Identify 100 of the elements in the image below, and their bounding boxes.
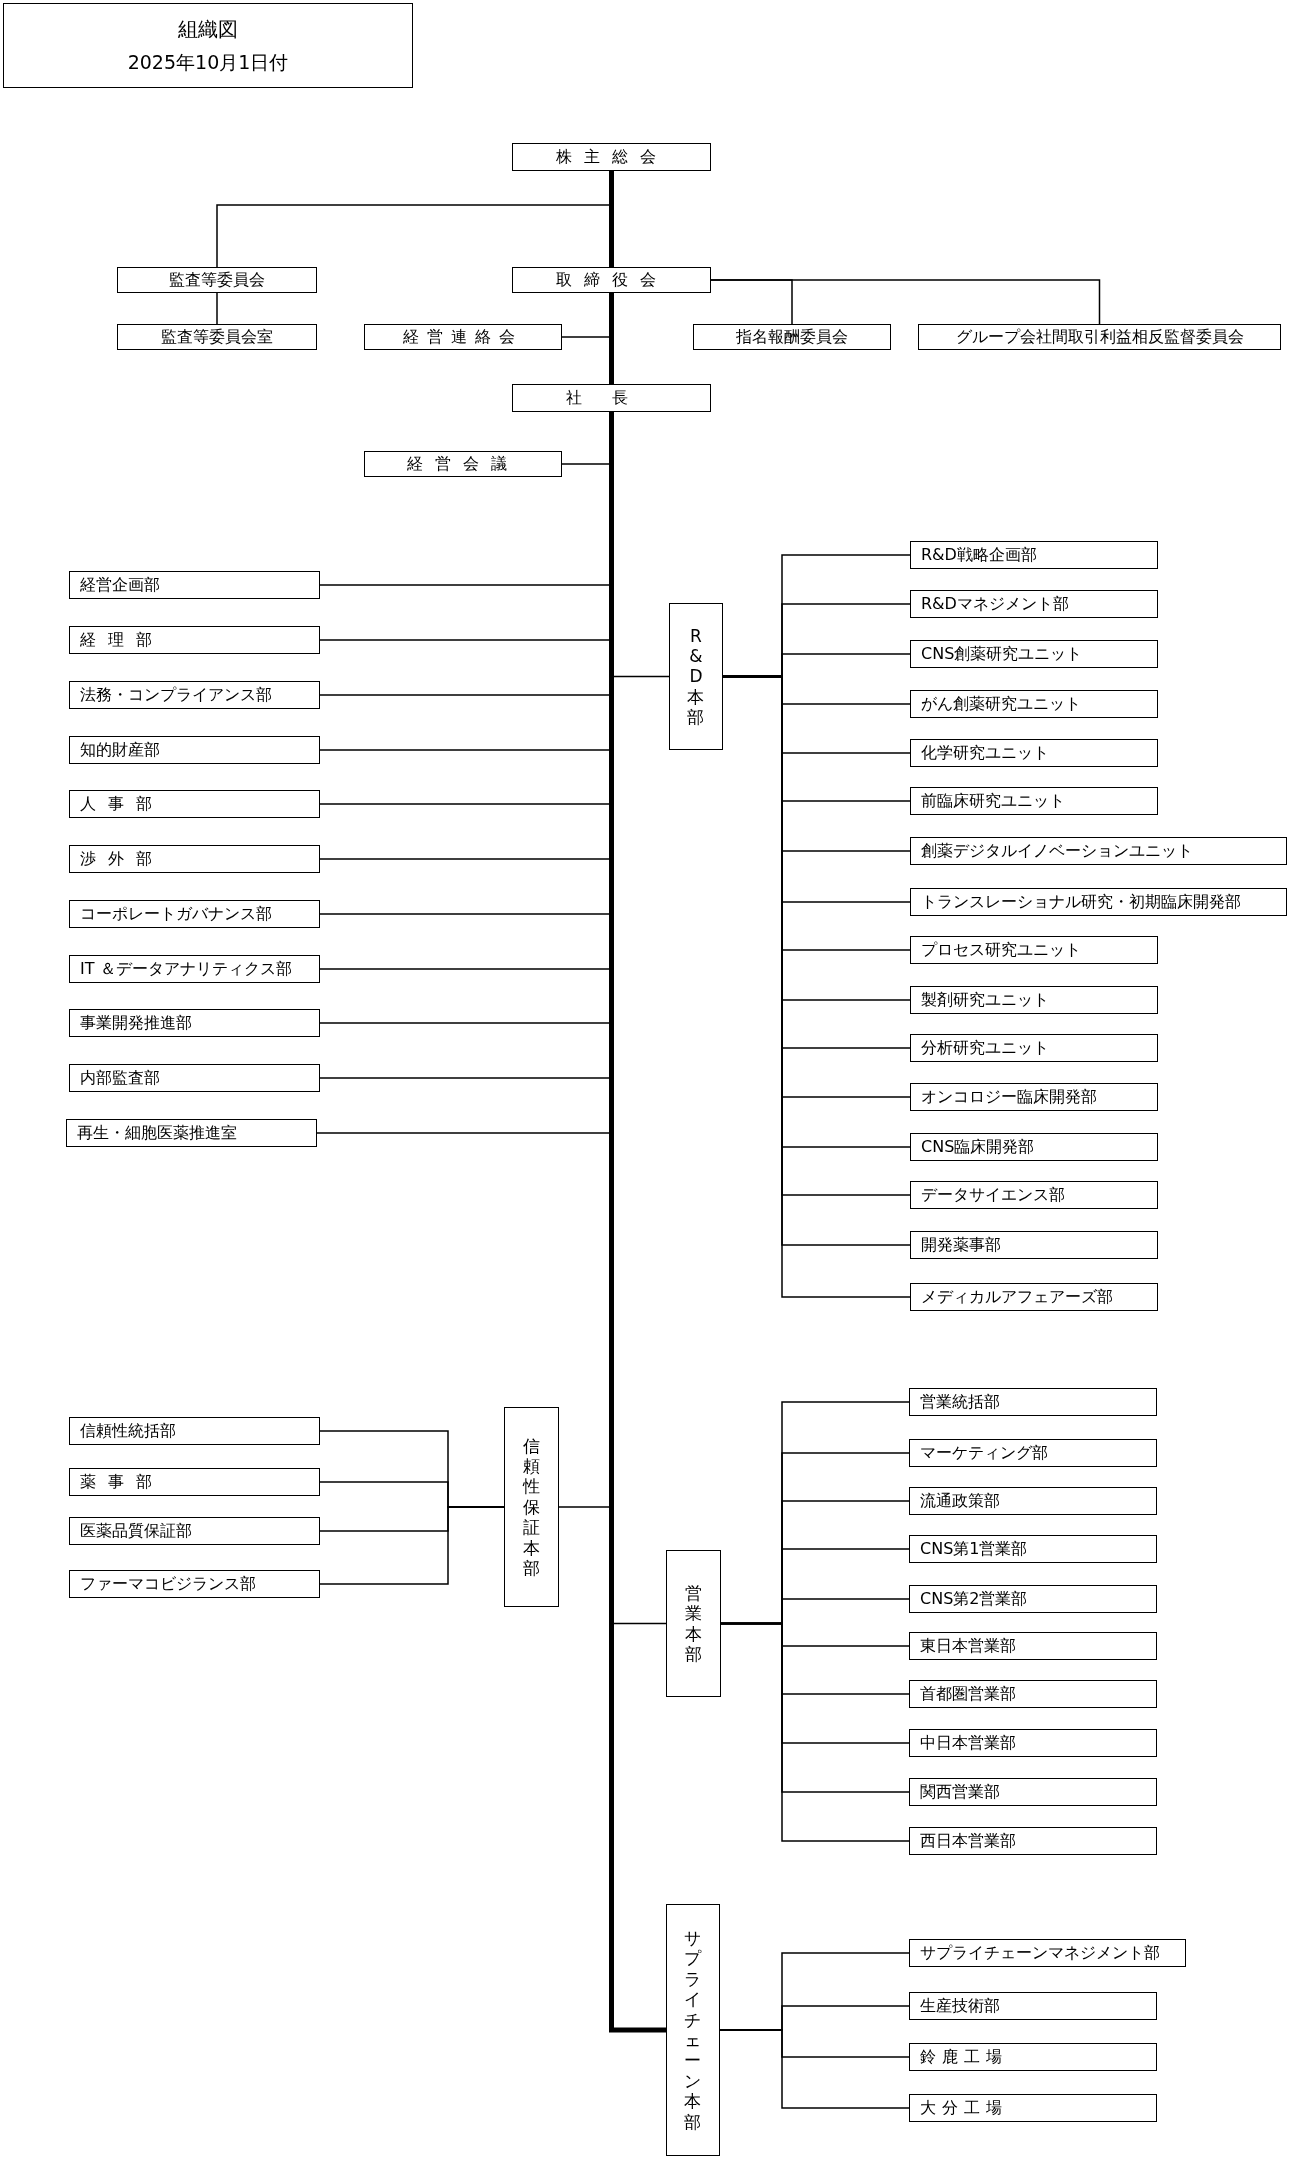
division-box <box>669 603 723 750</box>
department-name: ファーマコビジランス部 <box>80 1576 256 1592</box>
department-box <box>512 384 711 412</box>
department-box <box>512 143 711 171</box>
department-box <box>910 1181 1158 1209</box>
department-box <box>910 1231 1158 1259</box>
department-name: CNS第1営業部 <box>920 1541 1028 1557</box>
department-name: 内部監査部 <box>80 1070 160 1086</box>
department-box <box>909 1632 1157 1660</box>
department-name: 人事部 <box>80 796 164 812</box>
department-name: メディカルアフェアーズ部 <box>921 1289 1113 1305</box>
department-box <box>364 451 562 477</box>
department-name: 製剤研究ユニット <box>921 992 1049 1008</box>
date-text: 2025年10月1日付 <box>127 53 289 72</box>
department-box <box>69 1064 320 1092</box>
department-box <box>117 267 317 293</box>
division-box <box>666 1550 721 1697</box>
department-box <box>69 1417 320 1445</box>
department-box <box>909 1585 1157 1613</box>
department-name: IT ＆データアナリティクス部 <box>80 961 292 977</box>
department-box <box>69 955 320 983</box>
department-name: 西日本営業部 <box>920 1833 1016 1849</box>
department-name: 信頼性統括部 <box>80 1423 176 1439</box>
connector-line <box>216 292 218 325</box>
department-box <box>910 888 1287 916</box>
department-box <box>909 1827 1157 1855</box>
department-name: 前臨床研究ユニット <box>921 793 1065 809</box>
department-name: 薬事部 <box>80 1474 164 1490</box>
department-name: 監査等委員会 <box>169 272 265 288</box>
department-name: 鈴鹿工場 <box>920 2049 1008 2065</box>
division-box <box>504 1407 559 1607</box>
department-name: R&D戦略企画部 <box>921 547 1037 563</box>
division-name: 営業本部 <box>684 1582 703 1665</box>
department-box <box>910 787 1158 815</box>
department-box <box>909 2094 1157 2122</box>
department-name: 経理部 <box>80 632 164 648</box>
department-box <box>910 739 1158 767</box>
connector-line <box>710 279 1101 325</box>
department-box <box>909 1680 1157 1708</box>
department-name: グループ会社間取引利益相反監督委員会 <box>955 329 1244 345</box>
department-box <box>364 324 562 350</box>
department-name: データサイエンス部 <box>921 1187 1065 1203</box>
department-name: 関西営業部 <box>920 1784 1000 1800</box>
department-name: 監査等委員会室 <box>161 329 273 345</box>
department-name: 分析研究ユニット <box>921 1040 1049 1056</box>
connector-line <box>319 1506 505 1585</box>
department-box <box>909 1939 1186 1967</box>
department-box <box>910 1034 1158 1062</box>
department-box <box>910 1133 1158 1161</box>
department-box <box>910 986 1158 1014</box>
department-name: 医薬品質保証部 <box>80 1523 192 1539</box>
department-box <box>910 1083 1158 1111</box>
department-name: 大分工場 <box>920 2100 1008 2116</box>
department-box <box>910 936 1158 964</box>
department-box <box>117 324 317 350</box>
department-box <box>909 1439 1157 1467</box>
department-box <box>69 736 320 764</box>
department-name: コーポレートガバナンス部 <box>80 906 272 922</box>
department-name: CNS第2営業部 <box>920 1591 1028 1607</box>
department-name: 経営会議 <box>407 456 519 472</box>
department-name: オンコロジー臨床開発部 <box>921 1089 1097 1105</box>
division-name: 信頼性保証本部 <box>521 1435 541 1579</box>
department-box <box>909 1535 1157 1563</box>
department-box <box>69 1570 320 1598</box>
department-box <box>910 837 1287 865</box>
department-box <box>910 1283 1158 1311</box>
department-name: 社長 <box>565 390 658 406</box>
department-name: マーケティング部 <box>920 1445 1048 1461</box>
department-name: 渉外部 <box>80 851 164 867</box>
department-box <box>693 324 891 350</box>
department-box <box>69 626 320 654</box>
department-name: 事業開発推進部 <box>80 1015 192 1031</box>
department-box <box>69 681 320 709</box>
department-box <box>69 790 320 818</box>
department-box <box>910 590 1158 618</box>
department-box <box>909 2043 1157 2071</box>
department-name: 営業統括部 <box>920 1394 1000 1410</box>
department-box <box>909 1729 1157 1757</box>
department-name: 中日本営業部 <box>920 1735 1016 1751</box>
department-box <box>909 1992 1157 2020</box>
department-box <box>66 1119 317 1147</box>
department-name: 生産技術部 <box>920 1998 1000 2014</box>
department-name: サプライチェーンマネジメント部 <box>920 1945 1160 1961</box>
department-name: 法務・コンプライアンス部 <box>80 687 272 703</box>
department-name: 流通政策部 <box>920 1493 1000 1509</box>
department-box <box>69 845 320 873</box>
department-box <box>910 640 1158 668</box>
title-box <box>3 3 413 88</box>
department-name: 知的財産部 <box>80 742 160 758</box>
department-name: プロセス研究ユニット <box>921 942 1081 958</box>
department-name: R&Dマネジメント部 <box>921 596 1069 612</box>
department-box <box>909 1778 1157 1806</box>
department-box <box>512 267 711 293</box>
department-name: 再生・細胞医薬推進室 <box>77 1125 237 1141</box>
department-box <box>910 690 1158 718</box>
department-name: 株主総会 <box>555 149 668 165</box>
department-name: 首都圏営業部 <box>920 1686 1016 1702</box>
department-box <box>69 1468 320 1496</box>
department-name: がん創薬研究ユニット <box>921 696 1081 712</box>
connector-line <box>719 2029 910 2109</box>
